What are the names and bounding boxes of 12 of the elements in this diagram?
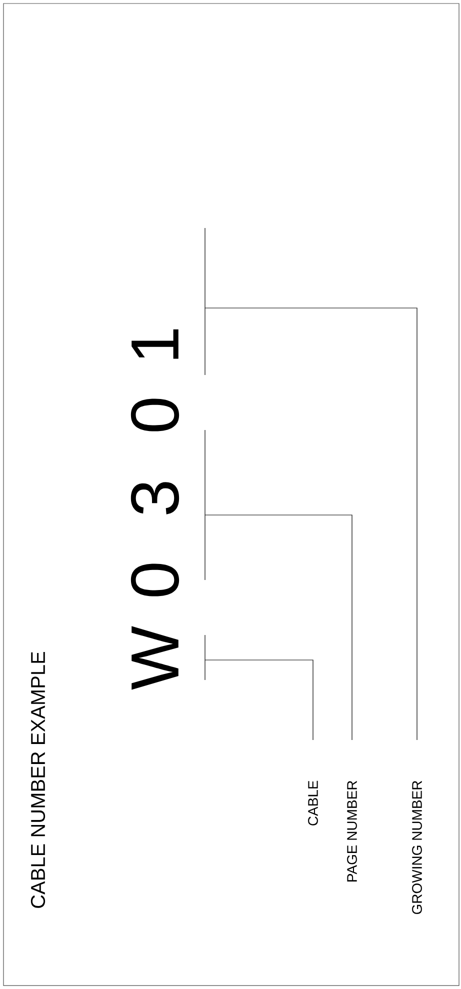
leader-label: PAGE NUMBER <box>347 780 357 882</box>
leader-line <box>204 514 352 740</box>
digit: 0 <box>130 398 180 432</box>
digit: 0 <box>130 564 180 596</box>
digit: 1 <box>132 329 178 359</box>
leader-line <box>204 660 314 740</box>
leader-label: GROWING NUMBER <box>412 780 422 914</box>
digit: 3 <box>130 482 180 514</box>
digit: W <box>132 626 178 690</box>
title: CABLE NUMBER EXAMPLE <box>30 652 46 908</box>
leader-label: CABLE <box>308 780 318 826</box>
leader-line <box>204 308 418 740</box>
